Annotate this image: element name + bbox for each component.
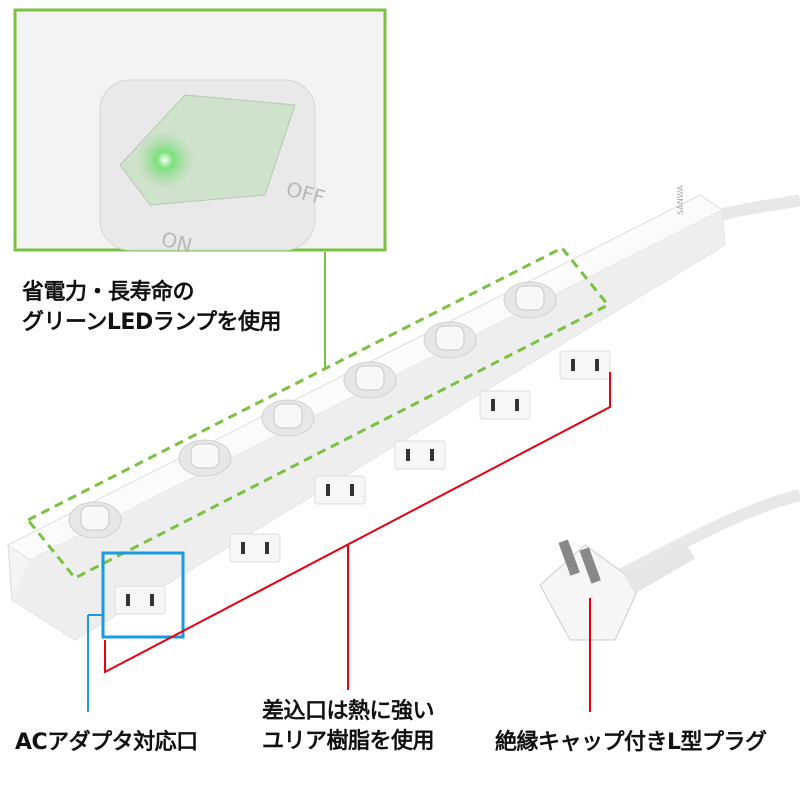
rocker-switch[interactable]: [423, 321, 477, 359]
rocker-switch[interactable]: [68, 501, 122, 539]
outlet: [314, 475, 366, 505]
rocker-switch[interactable]: [178, 439, 232, 477]
resin-callout-line2: ユリア樹脂を使用: [262, 729, 435, 754]
ac-adapter-callout-text: ACアダプタ対応口: [15, 730, 198, 755]
resin-callout-bracket: [104, 372, 611, 674]
resin-callout-line1: 差込口は熱に強い: [262, 699, 435, 724]
green-led-icon: [137, 132, 193, 188]
led-switch-highlight: [25, 246, 611, 580]
plug-cord: [597, 489, 800, 591]
led-callout-text: 省電力・長寿命の グリーンLEDランプを使用: [22, 278, 282, 338]
switch-closeup-inset: ON OFF: [13, 8, 387, 258]
brand-logo: SANWA: [676, 185, 685, 215]
rocker-switch[interactable]: [343, 361, 397, 399]
ac-outlet-highlight: [101, 551, 185, 639]
outlet: [479, 390, 531, 420]
rocker-switch[interactable]: [503, 281, 557, 319]
outlet: [394, 440, 446, 470]
rocker-switch[interactable]: [261, 399, 315, 437]
outlet: [229, 533, 281, 563]
led-callout-line1: 省電力・長寿命の: [22, 280, 195, 305]
outlet: [114, 585, 166, 615]
led-callout-line2: グリーンLEDランプを使用: [22, 310, 282, 335]
outlet: [559, 350, 611, 380]
plug-callout-text: 絶縁キャップ付きL型プラグ: [495, 730, 767, 755]
power-cord: [718, 194, 800, 221]
l-type-plug: [539, 539, 696, 641]
resin-callout-text: 差込口は熱に強い ユリア樹脂を使用: [262, 697, 435, 757]
